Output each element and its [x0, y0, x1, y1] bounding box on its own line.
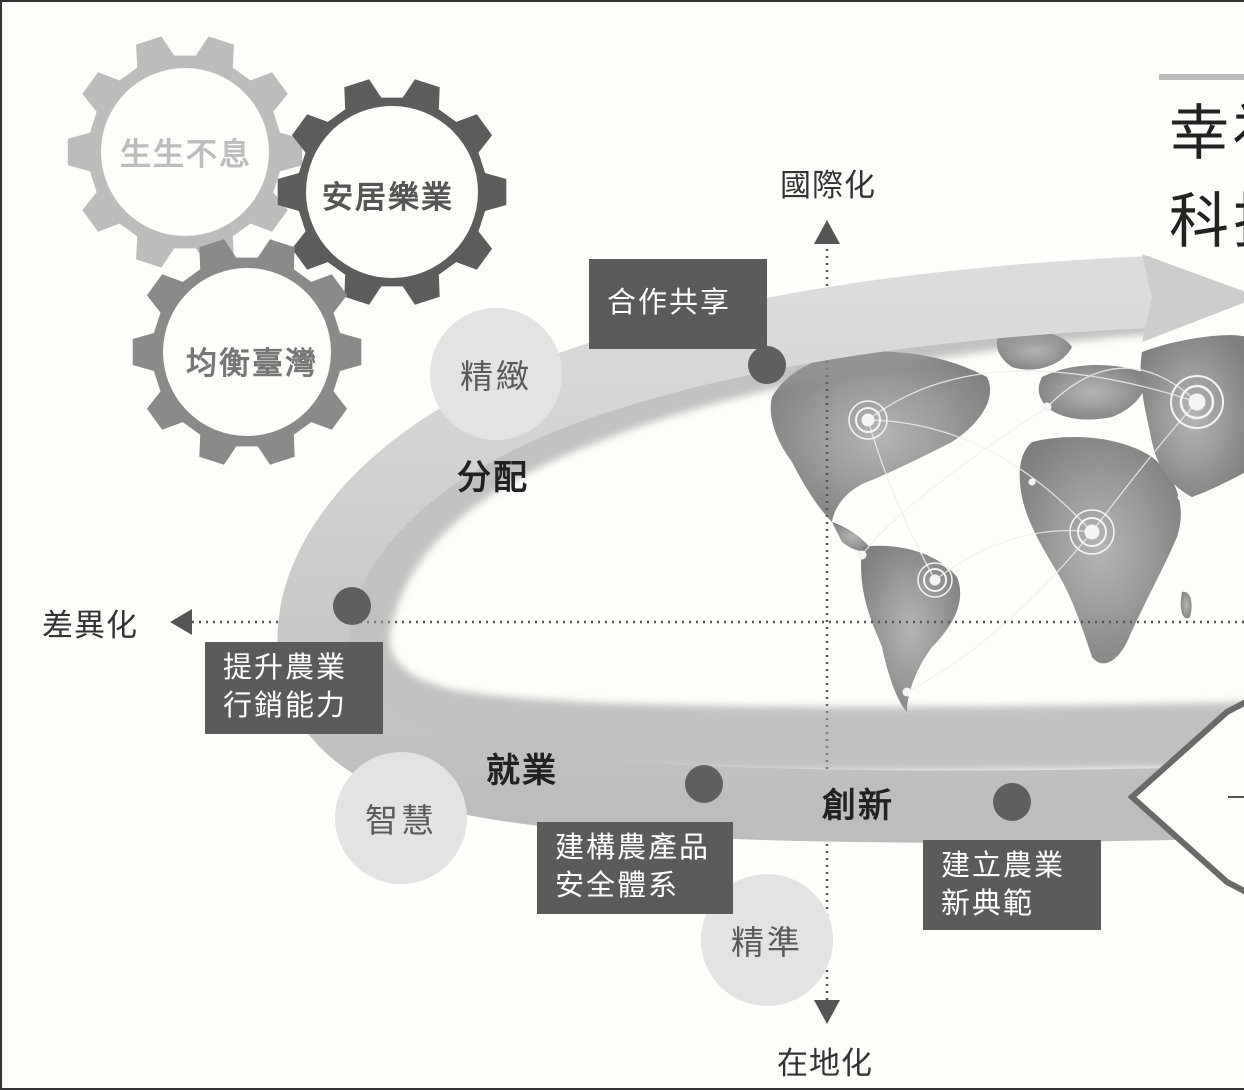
milestone-cooperation: 合作共享	[589, 259, 767, 349]
milestone-new-model: 建立農業 新典範	[923, 840, 1101, 930]
gear-mid-icon	[132, 239, 362, 465]
title-rule	[1159, 74, 1244, 80]
gear-label-top-left: 生生不息	[120, 137, 252, 173]
ribbon-arrow-icon	[1142, 254, 1244, 342]
title-line-2: 科技	[1169, 187, 1244, 257]
milestone-safety: 建構農產品 安全體系	[537, 822, 733, 914]
stage-distribution: 分配	[457, 458, 529, 498]
right-chevron-shape	[1127, 699, 1244, 895]
milestone-marketing: 提升農業 行銷能力	[205, 642, 383, 734]
bubble-refined: 精緻	[430, 308, 562, 440]
stage-innovation: 創新	[822, 786, 894, 826]
axis-arrow-up-icon	[814, 220, 840, 244]
axis-arrow-left-icon	[170, 609, 192, 635]
network-hubs	[848, 375, 1224, 697]
stage-employment: 就業	[486, 751, 558, 791]
gear-label-bottom: 均衡臺灣	[186, 346, 318, 382]
world-map	[770, 330, 1244, 712]
bubble-smart: 智慧	[335, 752, 467, 884]
milestone-dots	[333, 346, 1031, 821]
axis-label-top: 國際化	[780, 168, 876, 204]
axis-arrow-down-icon	[814, 1000, 840, 1024]
gear-dark-icon	[277, 79, 507, 305]
axis-label-left: 差異化	[42, 608, 138, 644]
title-line-1: 幸福	[1169, 99, 1244, 169]
axis-label-bottom: 在地化	[777, 1046, 873, 1082]
gear-light-icon	[67, 36, 303, 268]
gear-label-right: 安居樂業	[322, 180, 454, 216]
